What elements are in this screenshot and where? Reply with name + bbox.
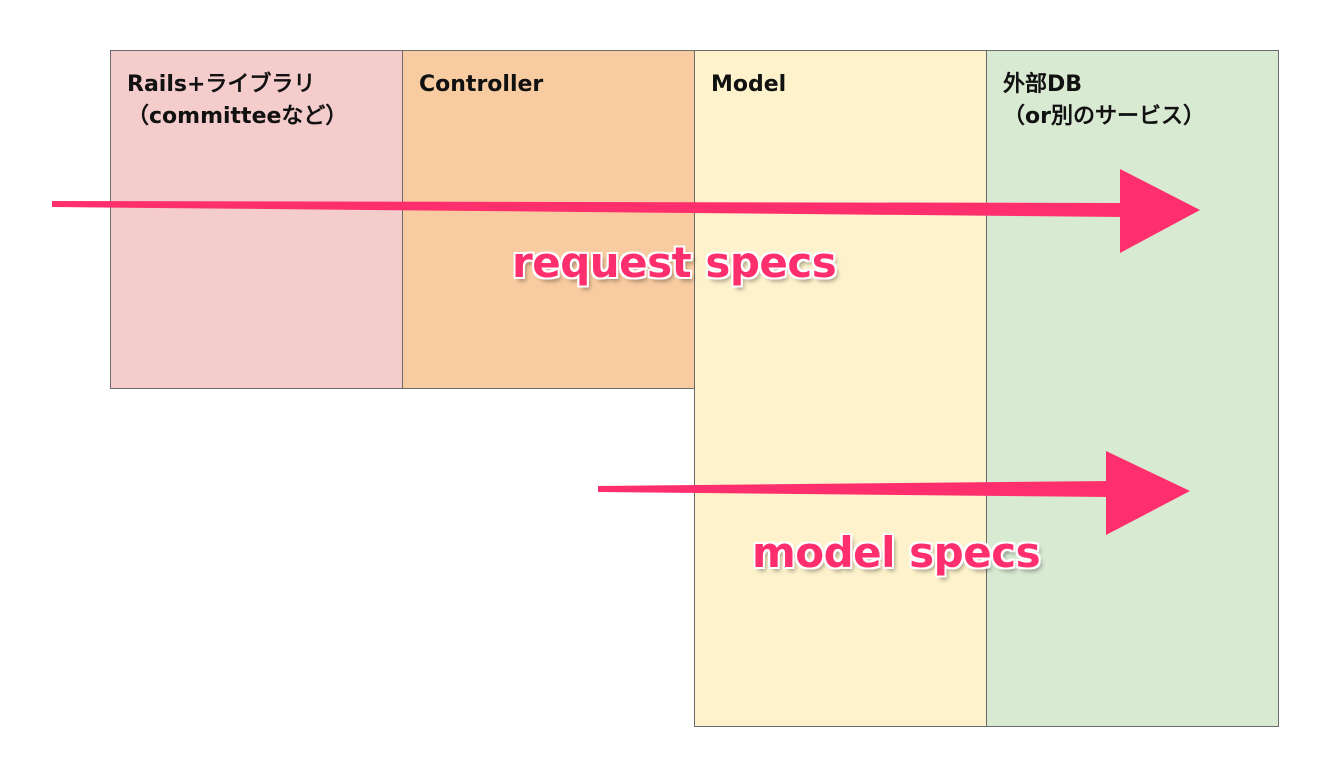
request-specs-arrow-shaft — [52, 201, 1124, 217]
layer-box-external: 外部DB （or別のサービス） — [986, 50, 1279, 727]
request-specs-label: request specs — [512, 238, 837, 287]
layer-label-rails: Rails+ライブラリ （committeeなど） — [127, 72, 348, 129]
layer-label-model: Model — [711, 72, 787, 97]
layer-label-external: 外部DB （or別のサービス） — [1003, 72, 1205, 129]
request-specs-arrow-head — [1120, 169, 1200, 253]
layer-box-rails: Rails+ライブラリ （committeeなど） — [110, 50, 403, 389]
model-specs-arrow-head — [1106, 451, 1190, 535]
layer-box-model: Model — [694, 50, 987, 727]
layer-label-controller: Controller — [419, 72, 544, 97]
model-specs-arrow-shaft — [598, 481, 1112, 497]
request-specs-arrow — [52, 169, 1200, 253]
model-specs-label: model specs — [752, 528, 1041, 577]
model-specs-arrow — [598, 451, 1190, 535]
